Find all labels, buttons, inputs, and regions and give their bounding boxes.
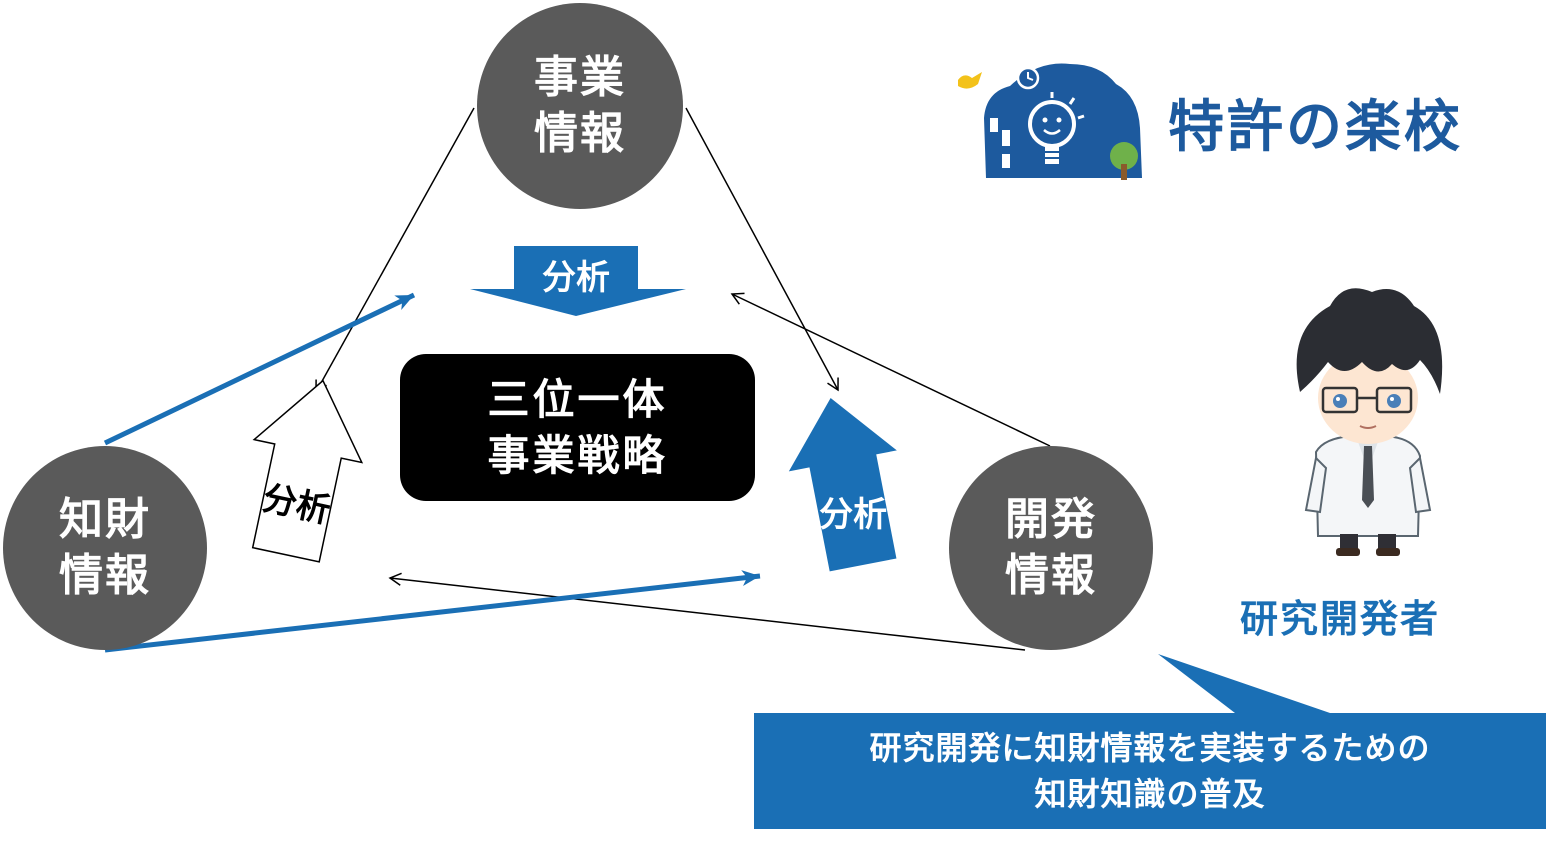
arrow-development-to-top (732, 294, 1050, 446)
logo-icon (958, 63, 1142, 180)
arrow-development-to-bottom (390, 578, 1025, 650)
callout-text: 研究開発に知財情報を実装するための 知財知識の普及 (754, 713, 1546, 829)
arrow-business-to-left (316, 108, 474, 392)
analysis-arrow-right: 分析 (777, 388, 917, 576)
node-ip-info: 知財 情報 (3, 446, 207, 650)
callout-line1: 研究開発に知財情報を実装するための (869, 725, 1430, 771)
center-line1: 三位一体 (487, 372, 667, 428)
center-line2: 事業戦略 (487, 428, 667, 484)
node-development-line2: 情報 (1005, 548, 1097, 604)
node-development-info: 開発 情報 (949, 446, 1153, 650)
node-business-line1: 事業 (534, 50, 626, 106)
blue-arrow-ip-to-top (105, 295, 414, 443)
logo-text: 特許の楽校 (1168, 82, 1463, 163)
center-strategy-box: 三位一体 事業戦略 (400, 354, 755, 501)
callout-line2: 知財知識の普及 (1034, 771, 1265, 817)
arrow-business-to-right (686, 108, 838, 390)
persona-label: 研究開発者 (1240, 588, 1440, 643)
node-ip-line1: 知財 (59, 492, 151, 548)
blue-arrow-ip-to-right (105, 576, 760, 650)
node-ip-line2: 情報 (59, 548, 151, 604)
node-business-line2: 情報 (534, 106, 626, 162)
analysis-label-right: 分析 (819, 495, 887, 535)
callout-pointer (1158, 654, 1330, 713)
analysis-label-top: 分析 (542, 258, 610, 298)
node-development-line1: 開発 (1005, 492, 1097, 548)
analysis-arrow-left: 分析 (232, 369, 377, 566)
researcher-avatar (1297, 288, 1443, 556)
node-business-info: 事業 情報 (477, 3, 683, 209)
